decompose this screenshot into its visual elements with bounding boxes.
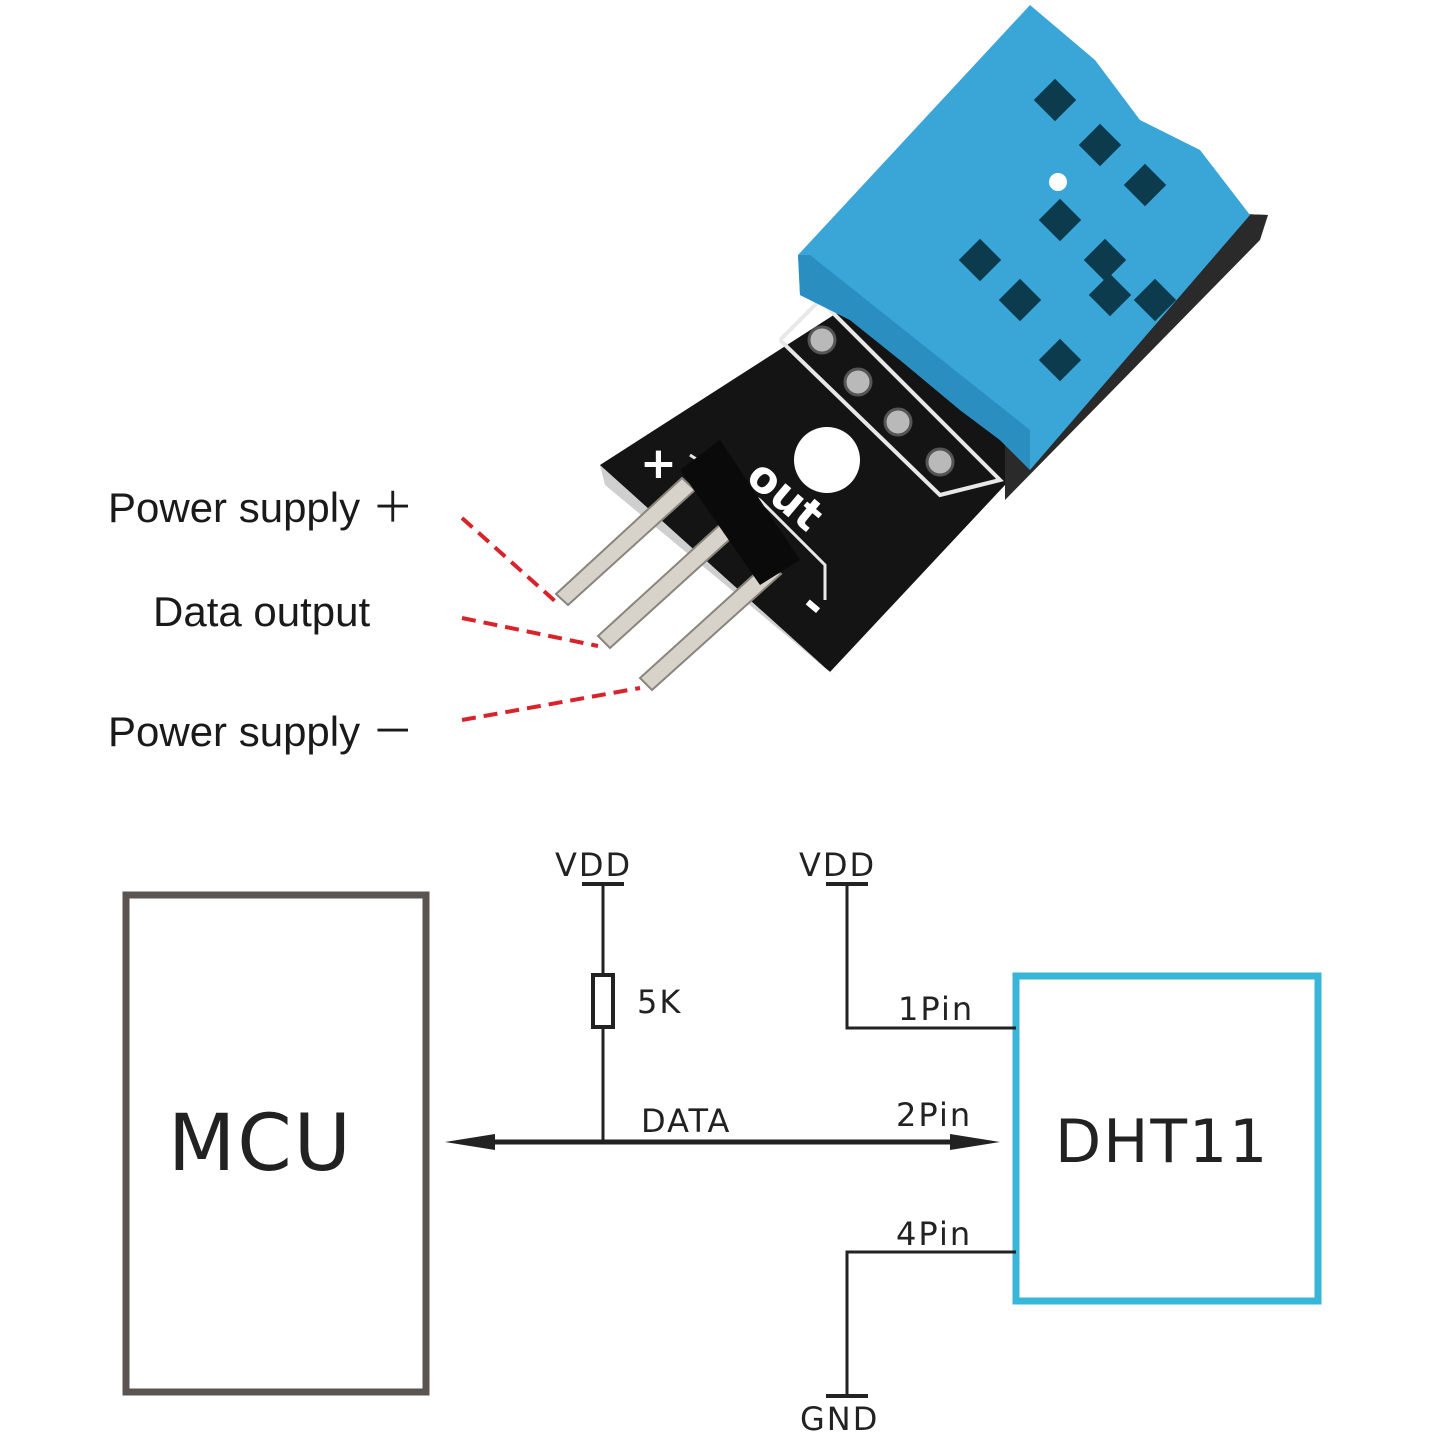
grille-hole — [1088, 273, 1132, 317]
grille-hole — [1133, 278, 1177, 322]
label-power-minus: Power supply － — [108, 708, 414, 755]
pin-header-base — [680, 440, 800, 585]
pin1-label: 1Pin — [898, 990, 974, 1028]
label-power-plus: Power supply ＋ — [108, 484, 414, 531]
header-pins — [554, 440, 800, 692]
mounting-hole — [794, 427, 860, 493]
schematic: MCU DHT11 VDD 5K DATA 2Pin VDD 1Pin 4Pin… — [122, 846, 1322, 1434]
grille-hole — [1038, 198, 1082, 242]
silk-plus: + — [640, 438, 677, 489]
pcb-silkscreen-frame — [778, 297, 1004, 498]
dht11-label: DHT11 — [1055, 1107, 1269, 1177]
mcu-label: MCU — [168, 1099, 353, 1189]
solder-pads — [807, 325, 955, 477]
leader-lines — [460, 516, 641, 722]
sensor-grille — [958, 78, 1177, 382]
resistor-5k — [591, 973, 615, 1029]
label-data-output: Data output — [153, 588, 370, 635]
leader-line-data — [461, 616, 599, 648]
arrow-left — [445, 1134, 495, 1150]
solder-pad — [883, 407, 913, 437]
leader-line-plus — [460, 516, 558, 604]
solder-pad — [843, 367, 873, 397]
grille-hole — [1123, 163, 1167, 207]
leader-line-minus — [461, 686, 641, 722]
gnd-label: GND — [800, 1400, 879, 1434]
arrow-right — [950, 1134, 1000, 1150]
data-label: DATA — [641, 1102, 731, 1140]
grille-hole — [1038, 338, 1082, 382]
solder-pad — [807, 325, 837, 355]
dht11-box — [1012, 972, 1322, 1305]
grille-hole — [1078, 123, 1122, 167]
vdd-left-label: VDD — [555, 846, 632, 884]
sensor-housing-side — [798, 255, 1030, 470]
grille-hole — [1083, 238, 1127, 282]
sensor-window — [1049, 173, 1067, 191]
dht11-module: + out - — [554, 5, 1268, 692]
vdd-right-label: VDD — [799, 846, 876, 884]
solder-pad — [925, 447, 955, 477]
grille-hole — [1033, 78, 1077, 122]
pin4-wire — [845, 1250, 1016, 1396]
pin2-label: 2Pin — [896, 1096, 972, 1134]
mcu-box — [122, 891, 430, 1396]
pin1-wire — [845, 884, 1016, 1030]
pin4-label: 4Pin — [896, 1215, 972, 1253]
resistor-label: 5K — [637, 983, 682, 1021]
header-pin — [554, 476, 697, 607]
